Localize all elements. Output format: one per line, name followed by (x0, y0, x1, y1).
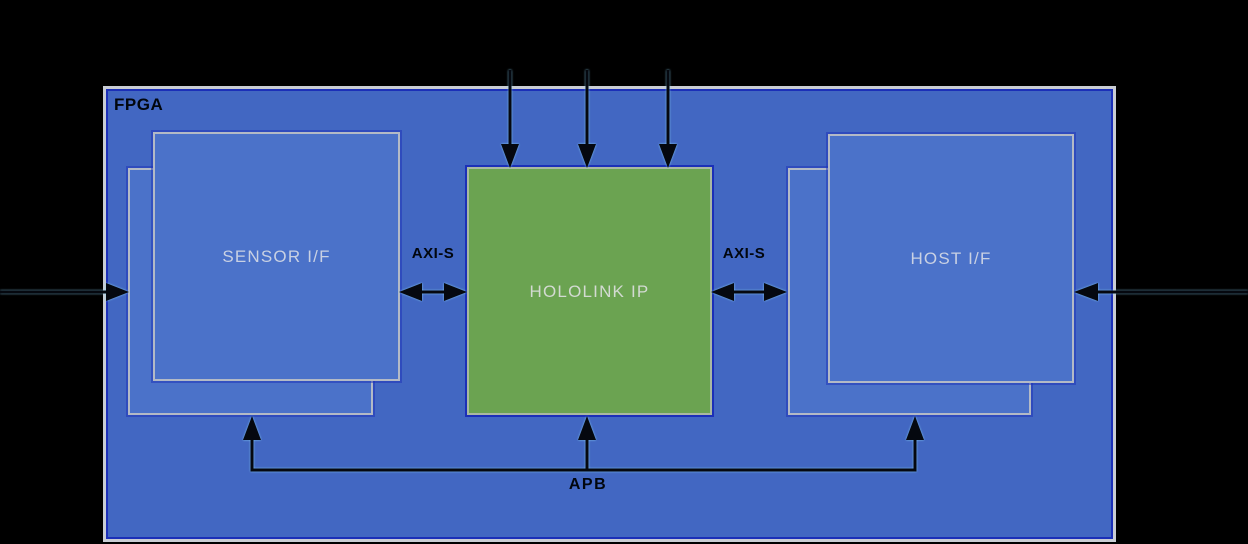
host-if-box: HOST I/F (826, 132, 1076, 385)
hololink-ip-label: HOLOLINK IP (529, 281, 650, 301)
sensor-if-box: SENSOR I/F (151, 130, 402, 383)
axi-s-right-label: AXI-S (722, 245, 766, 262)
hololink-ip-box: HOLOLINK IP (465, 165, 714, 417)
fpga-label: FPGA (114, 95, 164, 114)
sensor-if-label: SENSOR I/F (222, 247, 331, 266)
apb-bus-label: APB (568, 476, 608, 493)
host-if-label: HOST I/F (910, 249, 992, 268)
axi-s-left-label: AXI-S (411, 245, 455, 262)
